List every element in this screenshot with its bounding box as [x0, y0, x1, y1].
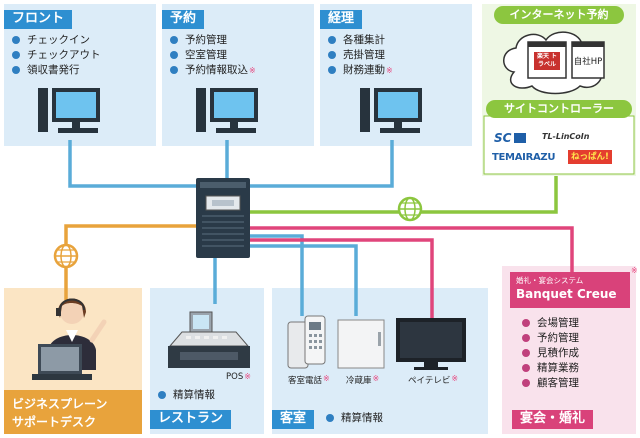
sc-logo-icon: SC: [494, 131, 526, 145]
note-mark: ※: [386, 66, 393, 75]
tv-label: ペイテレビ※: [408, 374, 459, 386]
bullet-icon: [522, 378, 530, 387]
internet-title: インターネット予約: [494, 6, 624, 24]
bullet-icon: [170, 65, 178, 74]
note-mark: ※: [249, 66, 256, 75]
keiri-list: 各種集計 売掛管理 財務連動※: [328, 33, 393, 78]
front-title: フロント: [4, 10, 73, 29]
list-item: 各種集計: [328, 33, 393, 48]
list-item: 精算業務: [522, 361, 579, 376]
bullet-icon: [12, 50, 20, 59]
restaurant-list: 精算情報: [158, 388, 215, 403]
bullet-icon: [158, 390, 166, 399]
bullet-icon: [326, 413, 334, 422]
neppan-logo: ねっぱん!: [568, 150, 612, 164]
pos-label: POS※: [226, 372, 251, 382]
banquet-list: 会場管理 予約管理 見積作成 精算業務 顧客管理: [522, 316, 579, 391]
pc-icon: [360, 88, 422, 133]
list-item: 予約情報取込※: [170, 63, 256, 78]
list-item: 予約管理: [522, 331, 579, 346]
tv-line: [250, 238, 434, 318]
banquet-subtitle: 婚礼・宴会システム: [516, 276, 584, 285]
list-item: 財務連動※: [328, 63, 393, 78]
list-item: 売掛管理: [328, 48, 393, 63]
list-item: 領収書発行: [12, 63, 101, 78]
note-mark: ※: [451, 374, 459, 383]
fridge-icon: [337, 319, 385, 369]
support-title: ビジネスプレーン サポートデスク: [4, 390, 142, 434]
pos-register-icon: [168, 311, 250, 368]
bullet-icon: [328, 65, 336, 74]
note-mark: ※: [323, 374, 330, 383]
note-mark: ※: [372, 374, 380, 383]
bullet-icon: [522, 333, 530, 342]
rakuten-label: 楽天 トラベル: [536, 53, 558, 68]
temairazu-logo: TEMAIRAZU: [492, 152, 556, 163]
restaurant-title: レストラン: [150, 410, 232, 429]
yoyaku-title: 予約: [162, 10, 205, 29]
list-item: 会場管理: [522, 316, 579, 331]
site-controller-title: サイトコントローラー: [486, 100, 632, 118]
room-phone-icon: [287, 315, 326, 369]
bullet-icon: [522, 318, 530, 327]
pc-icon: [38, 88, 100, 133]
keiri-title: 経理: [320, 10, 363, 29]
bullet-icon: [12, 35, 20, 44]
bullet-icon: [522, 348, 530, 357]
room-phone-label: 客室電話※: [288, 374, 330, 386]
banquet-line: [250, 226, 574, 276]
yoyaku-list: 予約管理 空室管理 予約情報取込※: [170, 33, 256, 78]
banquet-product: Banquet Creue: [516, 287, 617, 301]
bullet-icon: [170, 35, 178, 44]
list-item: チェックイン: [12, 33, 101, 48]
lincoln-logo: TL-LinCoIn: [542, 132, 590, 141]
own-hp-label: 自社HP: [573, 57, 603, 67]
svg-text:SC: SC: [494, 131, 512, 145]
support-title-line2: サポートデスク: [12, 415, 97, 429]
site-controller-box: [483, 115, 635, 175]
bullet-icon: [522, 363, 530, 372]
list-item: チェックアウト: [12, 48, 101, 63]
list-item: 精算情報: [326, 411, 383, 426]
fridge-label: 冷蔵庫※: [346, 374, 380, 386]
banquet-title: 宴会・婚礼: [512, 410, 594, 429]
banquet-header: 婚礼・宴会システム Banquet Creue: [510, 272, 630, 308]
list-item: 空室管理: [170, 48, 256, 63]
bullet-icon: [12, 65, 20, 74]
list-item: 顧客管理: [522, 376, 579, 391]
bullet-icon: [170, 50, 178, 59]
list-item: 精算情報: [158, 388, 215, 403]
bullet-icon: [328, 50, 336, 59]
tv-icon: [396, 318, 466, 370]
bullet-icon: [328, 35, 336, 44]
support-title-line1: ビジネスプレーン: [12, 397, 108, 411]
server-icon: [196, 178, 250, 258]
front-list: チェックイン チェックアウト 領収書発行: [12, 33, 101, 78]
list-item: 予約管理: [170, 33, 256, 48]
note-mark: ※: [631, 266, 638, 275]
note-mark: ※: [244, 372, 251, 381]
globe-icon: [53, 243, 79, 269]
room-title: 客室: [272, 410, 315, 429]
own-hp-window: [571, 41, 605, 79]
support-line: [64, 224, 196, 300]
room-list: 精算情報: [326, 411, 383, 426]
operator-icon: [32, 298, 107, 380]
pc-icon: [196, 88, 258, 133]
list-item: 見積作成: [522, 346, 579, 361]
globe-icon: [397, 196, 423, 222]
internet-line: [250, 176, 558, 214]
